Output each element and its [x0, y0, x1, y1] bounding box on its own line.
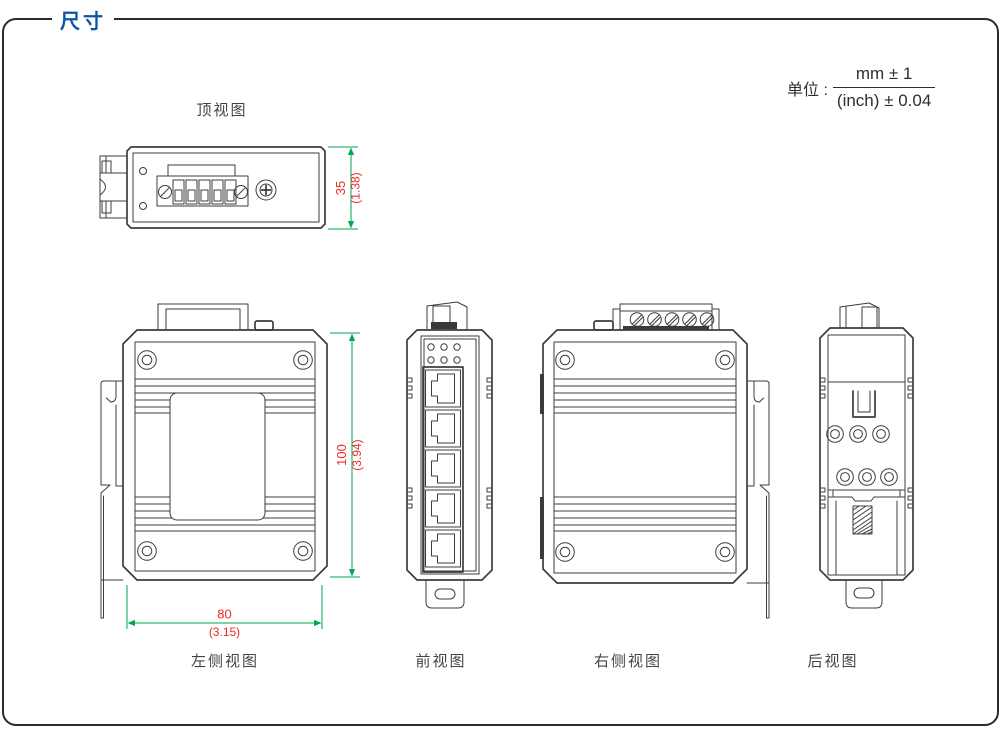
- slider-rails: [835, 500, 898, 576]
- rj45-port-3: [425, 449, 461, 488]
- front-panel-outer: [420, 335, 480, 575]
- top-view-drawing: [99, 146, 326, 229]
- rear-view-label: 后视图: [807, 653, 859, 670]
- corner-screw: [715, 542, 735, 562]
- side-notches-right: [486, 377, 493, 509]
- corner-screw: [137, 541, 157, 561]
- rear-screw: [880, 468, 898, 486]
- dim-depth-inch: (1.38): [349, 172, 363, 203]
- rj45-port-2: [425, 409, 461, 448]
- body-inner-edge: [132, 152, 320, 223]
- side-notches-left: [406, 377, 413, 509]
- corner-screw: [293, 541, 313, 561]
- reset-button: [254, 320, 274, 331]
- unit-note: 单位 : mm ± 1 (inch) ± 0.04: [787, 64, 936, 111]
- din-slot: [852, 390, 876, 418]
- dim-height-mm: 100: [334, 444, 349, 466]
- pin-hole: [139, 202, 147, 210]
- din-clip-top: [839, 302, 880, 329]
- left-view-label: 左侧视图: [190, 653, 260, 670]
- unit-label: 单位 :: [787, 81, 828, 99]
- reset-button: [593, 320, 614, 331]
- section-border: [2, 18, 999, 726]
- rj45-port-1: [425, 369, 461, 408]
- rear-panel: [827, 334, 906, 576]
- edge-strip: [540, 374, 544, 414]
- pin-hole: [139, 167, 147, 175]
- din-clip-side: [99, 155, 128, 219]
- rear-screw: [872, 425, 890, 443]
- side-notches-left: [819, 377, 826, 509]
- right-view-label: 右侧视图: [593, 653, 663, 670]
- rj45-port-5: [425, 529, 461, 568]
- device-body: [122, 329, 328, 581]
- din-clip-top: [426, 301, 468, 331]
- rear-screw: [826, 425, 844, 443]
- top-view-label: 顶视图: [196, 102, 248, 119]
- din-spring: [852, 505, 873, 535]
- device-body: [406, 329, 493, 581]
- unit-inch: (inch) ± 0.04: [836, 91, 932, 110]
- corner-screw: [137, 350, 157, 370]
- dim-height-inch: (3.94): [350, 439, 364, 470]
- device-body: [126, 146, 326, 229]
- bottom-mount-tab: [425, 579, 465, 609]
- dimension-depth: 35 (1.38): [328, 146, 363, 230]
- terminal-block-top: [157, 303, 249, 331]
- led-indicators: [427, 343, 461, 364]
- left-view-drawing: [100, 303, 328, 619]
- corner-screw: [293, 350, 313, 370]
- bottom-mount-tab: [845, 579, 883, 609]
- din-rail-bracket: [100, 380, 124, 619]
- device-body: [542, 329, 748, 584]
- terminal-block-top-inner: [165, 308, 241, 331]
- vent-grooves-bottom: [553, 496, 737, 532]
- vent-grooves-top: [553, 378, 737, 414]
- rear-view-drawing: [819, 302, 914, 609]
- rear-screw: [836, 468, 854, 486]
- corner-screw: [555, 350, 575, 370]
- edge-strip: [540, 497, 544, 559]
- dim-depth-mm: 35: [333, 181, 348, 195]
- front-view-label: 前视图: [415, 653, 467, 670]
- din-rail-bracket: [746, 380, 770, 619]
- front-view-drawing: [406, 301, 493, 609]
- corner-screw: [555, 542, 575, 562]
- rj45-port-4: [425, 489, 461, 528]
- page-title: 尺寸: [52, 5, 114, 34]
- rear-screw: [858, 468, 876, 486]
- body-inner-edge: [134, 341, 316, 572]
- grounding-screw: [255, 179, 277, 201]
- right-view-drawing: [540, 303, 770, 619]
- label-plate: [169, 392, 266, 521]
- terminal-block: [156, 164, 249, 207]
- unit-fraction: mm ± 1 (inch) ± 0.04: [832, 64, 936, 111]
- dimension-width: 80 (3.15): [126, 585, 323, 639]
- corner-screw: [715, 350, 735, 370]
- slider-shelf: [827, 489, 906, 502]
- side-notches-right: [907, 377, 914, 509]
- device-body: [819, 327, 914, 581]
- terminal-block-top: [612, 303, 720, 331]
- front-panel-inner: [423, 338, 477, 572]
- unit-mm: mm ± 1: [832, 64, 936, 88]
- dimension-height: 100 (3.94): [330, 332, 364, 578]
- body-inner-edge: [553, 341, 737, 574]
- dim-width-inch: (3.15): [209, 625, 240, 639]
- dim-width-mm: 80: [217, 607, 231, 622]
- port-panel: [422, 366, 464, 573]
- rear-screw: [849, 425, 867, 443]
